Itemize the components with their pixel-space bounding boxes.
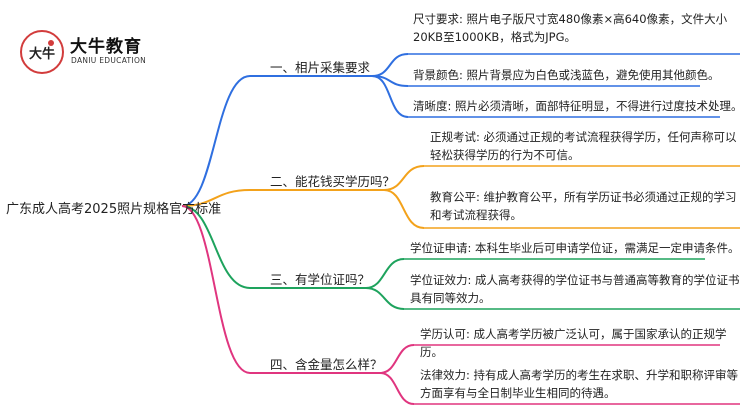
logo-mark-text: 大牛 bbox=[29, 46, 55, 62]
connector-branch2-leaf2 bbox=[383, 189, 425, 229]
branch-1-leaf-background: 背景颜色: 照片背景应为白色或浅蓝色，避免使用其他颜色。 bbox=[413, 68, 720, 82]
connector-branch1-leaf3 bbox=[371, 75, 409, 118]
branch-4-leaf-recognition: 学历认可: 成人高考学历被广泛认可，属于国家承认的正规学历。 bbox=[420, 327, 727, 359]
branch-4-label: 四、含金量怎么样？ bbox=[270, 357, 383, 372]
connector-branch4-leaf2 bbox=[379, 372, 415, 405]
connector-root-branch4 bbox=[181, 205, 251, 374]
logo-name-en: DANIU EDUCATION bbox=[71, 56, 147, 65]
connector-branch2-leaf1 bbox=[383, 165, 425, 191]
logo-emblem-icon: 大牛 bbox=[29, 40, 55, 62]
connector-branch4-leaf1 bbox=[379, 344, 415, 374]
branch-2-label: 二、能花钱买学历吗？ bbox=[270, 174, 396, 189]
branch-1-leaf-size: 尺寸要求: 照片电子版尺寸宽480像素×高640像素，文件大小20KB至1000… bbox=[413, 12, 728, 44]
branch-2-leaf-exam: 正规考试: 必须通过正规的考试流程获得学历，任何声称可以轻松获得学历的行为不可信… bbox=[430, 130, 737, 162]
branch-4-leaf-legal: 法律效力: 持有成人高考学历的考生在求职、升学和职称评审等方面享有与全日制毕业生… bbox=[420, 368, 739, 400]
connector-branch3-leaf1 bbox=[365, 258, 405, 289]
connector-branch3-leaf2 bbox=[365, 287, 405, 310]
branch-2-leaf-fairness: 教育公平: 维护教育公平，所有学历证书必须通过正规的学习和考试流程获得。 bbox=[430, 190, 737, 222]
branch-1-label: 一、相片采集要求 bbox=[270, 60, 371, 75]
root-topic: 广东成人高考2025照片规格官方标准 bbox=[6, 202, 222, 217]
connector-branch1-leaf1 bbox=[371, 53, 409, 77]
brand-logo: 大牛 大牛教育 DANIU EDUCATION bbox=[20, 30, 180, 76]
branch-3-leaf-application: 学位证申请: 本科生毕业后可申请学位证，需满足一定申请条件。 bbox=[410, 241, 740, 255]
logo-mark: 大牛 bbox=[20, 30, 64, 74]
logo-name: 大牛教育 bbox=[70, 37, 142, 57]
connector-root-branch1 bbox=[181, 75, 251, 207]
connector-root-branch2 bbox=[181, 189, 251, 207]
connector-root-branch3 bbox=[181, 205, 251, 289]
branch-3-leaf-validity: 学位证效力: 成人高考获得的学位证书与普通高等教育的学位证书具有同等效力。 bbox=[410, 273, 740, 305]
branch-3-label: 三、有学位证吗？ bbox=[270, 272, 371, 287]
branch-1-leaf-clarity: 清晰度: 照片必须清晰，面部特征明显，不得进行过度技术处理。 bbox=[413, 99, 743, 113]
